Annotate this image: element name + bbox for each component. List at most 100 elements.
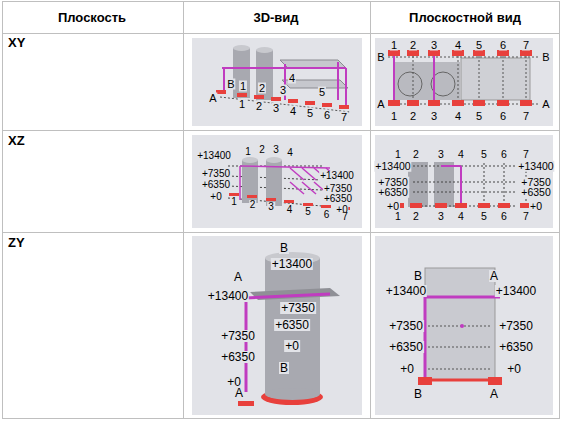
- zy-flat-view: [375, 236, 553, 415]
- grid-number: 7: [340, 112, 348, 123]
- grid-number: 3: [272, 145, 280, 155]
- grid-number: 2: [412, 149, 420, 160]
- axis-letter: A: [489, 270, 499, 282]
- grid-number: 3: [430, 111, 438, 122]
- axis-letter: B: [376, 52, 385, 63]
- grid-number: 3: [279, 85, 287, 96]
- grid-number: 2: [258, 83, 266, 94]
- elevation-mark: +13400: [517, 161, 554, 172]
- grid-number: 6: [499, 40, 507, 51]
- elevation-mark: +13400: [196, 151, 232, 161]
- grid-number: 3: [272, 103, 280, 114]
- grid-number: 5: [304, 207, 312, 217]
- grid-number: 2: [412, 211, 420, 222]
- grid-number: 5: [480, 211, 488, 222]
- grid-number: 7: [522, 111, 530, 122]
- grid-number: 5: [475, 40, 483, 51]
- grid-number: 2: [409, 40, 417, 51]
- grid-number: 7: [341, 212, 349, 222]
- axis-letter: B: [541, 52, 550, 63]
- elevation-mark: +13400: [207, 290, 249, 302]
- elevation-mark: +6350: [377, 187, 409, 198]
- grid-number: 4: [457, 149, 465, 160]
- elevation-mark: +13400: [374, 161, 411, 172]
- elevation-mark: +6350: [498, 341, 534, 353]
- elevation-mark: +6350: [220, 351, 256, 363]
- plane-name: XY: [8, 35, 25, 50]
- grid-number: 7: [522, 40, 530, 51]
- elevation-mark: +6350: [323, 194, 353, 204]
- elevation-mark: +6350: [388, 341, 424, 353]
- grid-number: 2: [258, 145, 266, 155]
- grid-number: 4: [286, 148, 294, 158]
- axis-letter: B: [279, 362, 289, 374]
- grid-number: 2: [409, 111, 417, 122]
- grid-number: 2: [249, 200, 257, 210]
- xz-3d-view: [192, 135, 362, 228]
- grid-number: 5: [475, 111, 483, 122]
- elevation-mark: +0: [529, 201, 543, 212]
- grid-number: 1: [244, 147, 252, 157]
- axis-letter: B: [413, 270, 423, 282]
- plane-name: XZ: [8, 133, 25, 148]
- xz-flat-view: [375, 135, 553, 228]
- elevation-mark: +7350: [323, 184, 353, 194]
- header-cell: Плоскость: [58, 10, 126, 25]
- grid-number: 6: [323, 210, 331, 220]
- axis-letter: B: [226, 79, 235, 90]
- grid-number: 7: [522, 211, 530, 222]
- elevation-mark: +7350: [498, 320, 534, 332]
- axis-letter: A: [376, 99, 385, 110]
- xy-3d-view: [192, 38, 362, 126]
- plane-name: ZY: [8, 235, 25, 250]
- elevation-mark: +0: [284, 340, 300, 352]
- axis-letter: A: [489, 388, 499, 400]
- grid-number: 3: [437, 149, 445, 160]
- elevation-mark: +7350: [388, 320, 424, 332]
- elevation-mark: +13400: [495, 285, 537, 297]
- axis-letter: A: [233, 271, 243, 283]
- grid-number: 1: [239, 81, 247, 92]
- elevation-mark: +13400: [271, 258, 313, 270]
- grid-number: 3: [437, 211, 445, 222]
- grid-number: 6: [500, 149, 508, 160]
- grid-number: 6: [499, 111, 507, 122]
- grid-number: 3: [267, 202, 275, 212]
- grid-number: 2: [255, 101, 263, 112]
- grid-number: 1: [390, 40, 398, 51]
- elevation-mark: +13400: [385, 285, 427, 297]
- grid-number: 4: [457, 211, 465, 222]
- elevation-mark: +7350: [280, 302, 316, 314]
- elevation-mark: +0: [506, 363, 522, 375]
- axis-letter: B: [413, 388, 423, 400]
- grid-number: 4: [454, 40, 462, 51]
- axis-letter: A: [208, 93, 217, 104]
- grid-number: 1: [238, 99, 246, 110]
- axis-letter: B: [279, 242, 289, 254]
- grid-number: 7: [522, 149, 530, 160]
- elevation-mark: +0: [209, 192, 222, 202]
- elevation-mark: +7350: [201, 169, 231, 179]
- grid-number: 1: [390, 111, 398, 122]
- xy-flat-view: [375, 38, 553, 126]
- elevation-mark: +0: [399, 363, 415, 375]
- grid-number: 6: [500, 211, 508, 222]
- grid-number: 4: [454, 111, 462, 122]
- grid-number: 5: [318, 87, 326, 98]
- grid-number: 5: [480, 149, 488, 160]
- header-cell: Плоскостной вид: [409, 10, 521, 25]
- grid-number: 1: [394, 211, 402, 222]
- grid-number: 1: [230, 197, 238, 207]
- axis-letter: A: [234, 387, 244, 399]
- grid-number: 4: [288, 73, 296, 84]
- elevation-mark: +0: [386, 201, 400, 212]
- elevation-mark: +6350: [201, 180, 231, 190]
- axis-letter: A: [541, 99, 550, 110]
- grid-number: 5: [306, 107, 314, 118]
- grid-number: 3: [430, 40, 438, 51]
- elevation-mark: +6350: [520, 187, 552, 198]
- elevation-mark: +13400: [319, 171, 355, 181]
- grid-number: 1: [394, 149, 402, 160]
- grid-number: 4: [289, 105, 297, 116]
- elevation-mark: +6350: [274, 319, 310, 331]
